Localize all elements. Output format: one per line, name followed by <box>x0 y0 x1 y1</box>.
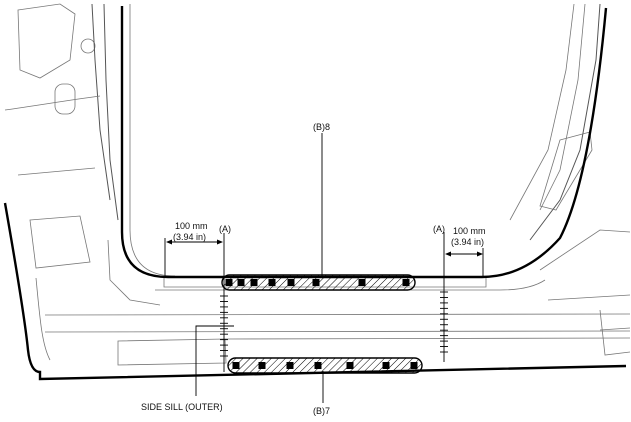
weld-spot-b7 <box>314 362 322 369</box>
weld-spot-b8 <box>312 279 320 286</box>
weld-spot-b8 <box>225 279 233 286</box>
ref-a-left-label: (A) <box>219 224 231 234</box>
callout-b7: (B)7 <box>313 406 330 416</box>
dim-right-inch: (3.94 in) <box>451 237 484 247</box>
lower-sill-edge <box>3 202 627 381</box>
weld-spot-b7 <box>258 362 266 369</box>
weld-spot-b7 <box>232 362 240 369</box>
dimension-right <box>445 248 484 277</box>
weld-zone-b7 <box>227 357 423 374</box>
dim-right-value: 100 mm <box>453 226 486 236</box>
weld-spot-b8 <box>237 279 245 286</box>
side-sill-label: SIDE SILL (OUTER) <box>141 402 223 412</box>
weld-spot-b8 <box>402 279 410 286</box>
reference-line-a-left <box>220 233 228 372</box>
ref-a-right-label: (A) <box>433 224 445 234</box>
callout-b8: (B)8 <box>313 122 330 132</box>
weld-spot-b8 <box>358 279 366 286</box>
weld-spot-b7 <box>346 362 354 369</box>
dim-left-value: 100 mm <box>175 221 208 231</box>
dimension-left <box>164 238 223 277</box>
weld-spot-b7 <box>286 362 294 369</box>
leader-side-sill <box>195 325 234 396</box>
door-opening-edge <box>120 6 608 279</box>
weld-spot-b8 <box>287 279 295 286</box>
weld-spot-b8 <box>268 279 276 286</box>
weld-spot-b7 <box>410 362 418 369</box>
reference-line-a-right <box>440 232 448 362</box>
body-panel-outlines <box>4 3 631 366</box>
dim-left-inch: (3.94 in) <box>173 232 206 242</box>
weld-spot-b8 <box>250 279 258 286</box>
weld-spot-b7 <box>382 362 390 369</box>
